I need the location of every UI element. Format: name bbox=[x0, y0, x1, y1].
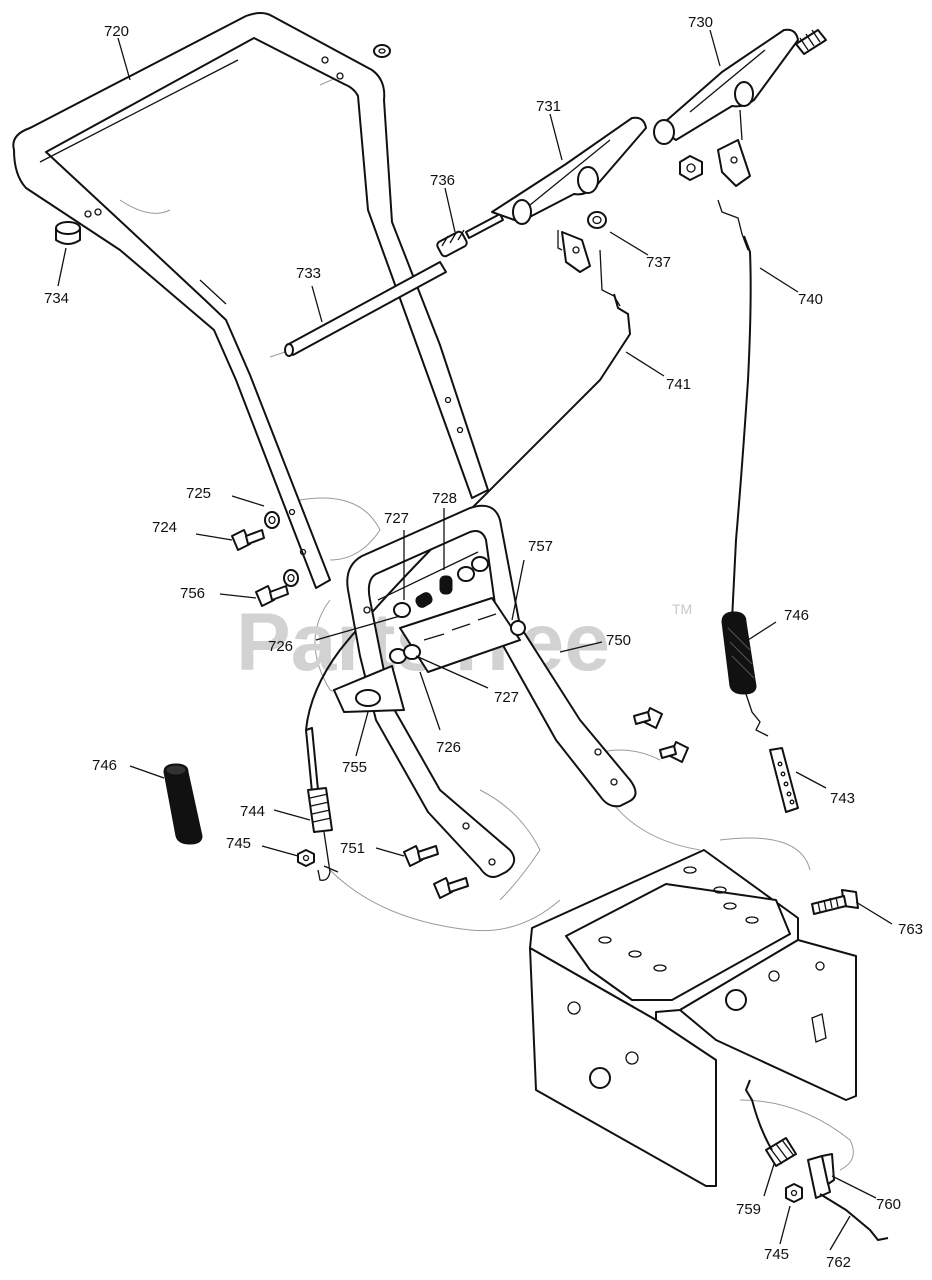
watermark-tm: TM bbox=[672, 601, 692, 617]
spring-759 bbox=[765, 1137, 797, 1167]
washer-725 bbox=[264, 511, 299, 587]
bolt-756 bbox=[255, 585, 289, 607]
label-756: 756 bbox=[180, 585, 205, 602]
label-763: 763 bbox=[898, 921, 923, 938]
label-746-right: 746 bbox=[784, 607, 809, 624]
label-725: 725 bbox=[186, 485, 211, 502]
bracket-730 bbox=[679, 139, 751, 187]
bolt-lower bbox=[433, 877, 469, 899]
bracket-743 bbox=[769, 747, 799, 813]
label-745-right: 745 bbox=[764, 1246, 789, 1263]
label-759: 759 bbox=[736, 1201, 761, 1218]
spring-744 bbox=[305, 727, 339, 881]
label-746-left: 746 bbox=[92, 757, 117, 774]
upper-handle-720 bbox=[12, 12, 489, 589]
lever-730 bbox=[653, 28, 827, 145]
label-731: 731 bbox=[536, 98, 561, 115]
label-727-bottom: 727 bbox=[494, 689, 519, 706]
label-730: 730 bbox=[688, 14, 713, 31]
label-745-left: 745 bbox=[226, 835, 251, 852]
washers-727-726 bbox=[389, 556, 526, 664]
link-rod-762 bbox=[819, 1193, 889, 1242]
label-733: 733 bbox=[296, 265, 321, 282]
label-737: 737 bbox=[646, 254, 671, 271]
label-741: 741 bbox=[666, 376, 691, 393]
label-734: 734 bbox=[44, 290, 69, 307]
bolt-751 bbox=[403, 845, 439, 867]
label-726-bottom: 726 bbox=[436, 739, 461, 756]
label-755: 755 bbox=[342, 759, 367, 776]
label-751: 751 bbox=[340, 840, 365, 857]
label-743: 743 bbox=[830, 790, 855, 807]
leader-lines bbox=[57, 29, 893, 1251]
ghost-outlines bbox=[119, 73, 854, 1171]
bolt-right-upper bbox=[633, 707, 663, 729]
label-736: 736 bbox=[430, 172, 455, 189]
label-726-left: 726 bbox=[268, 638, 293, 655]
grip-746-right bbox=[721, 611, 769, 737]
label-760: 760 bbox=[876, 1196, 901, 1213]
lever-731 bbox=[491, 116, 647, 225]
bolt-724 bbox=[231, 529, 265, 551]
bracket-731 bbox=[561, 231, 591, 273]
bolt-right-lower bbox=[659, 741, 689, 763]
spring-728 bbox=[415, 575, 453, 608]
label-750: 750 bbox=[606, 632, 631, 649]
cable-lower bbox=[744, 1079, 773, 1151]
bolt-763 bbox=[811, 889, 859, 915]
label-724: 724 bbox=[152, 519, 177, 536]
nut-745-left bbox=[297, 849, 315, 867]
label-757: 757 bbox=[528, 538, 553, 555]
cable-740 bbox=[731, 235, 752, 621]
washer-top bbox=[373, 44, 391, 58]
knob-734 bbox=[55, 221, 81, 245]
label-740: 740 bbox=[798, 291, 823, 308]
part-labels: 720 730 731 736 737 733 734 740 741 725 … bbox=[44, 14, 923, 1271]
rod-733 bbox=[284, 261, 447, 357]
label-720: 720 bbox=[104, 23, 129, 40]
label-744: 744 bbox=[240, 803, 265, 820]
nut-745-right bbox=[785, 1183, 803, 1203]
spring-washer-737 bbox=[587, 211, 607, 229]
label-728: 728 bbox=[432, 490, 457, 507]
label-727-top: 727 bbox=[384, 510, 409, 527]
coupling-736 bbox=[436, 213, 504, 258]
grip-746-left bbox=[163, 763, 203, 845]
frame-main bbox=[529, 849, 857, 1187]
label-762: 762 bbox=[826, 1254, 851, 1271]
bracket-760 bbox=[807, 1153, 835, 1199]
